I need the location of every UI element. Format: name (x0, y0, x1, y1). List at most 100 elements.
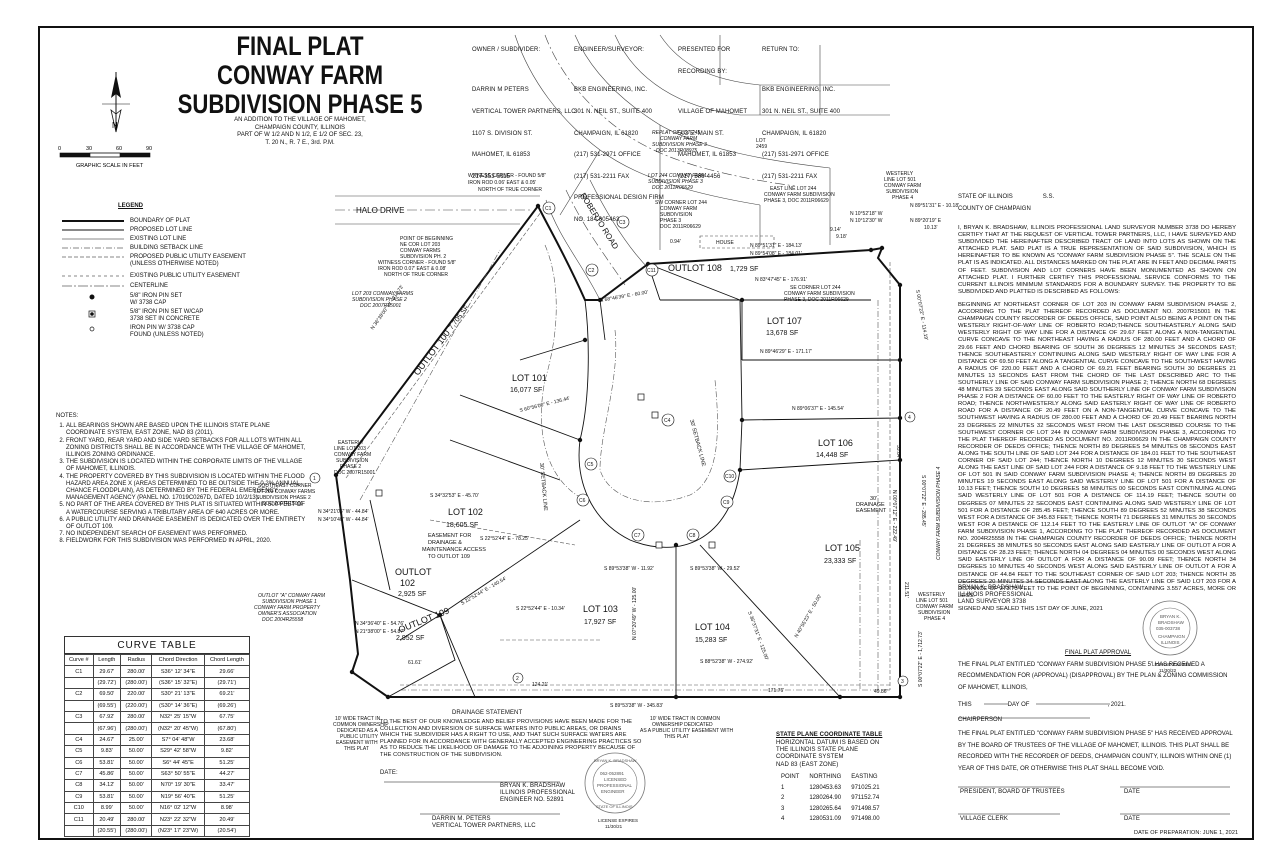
lot-104-label: LOT 104 (695, 622, 730, 632)
plat-subtitle: AN ADDITION TO THE VILLAGE OF MAHOMET, C… (200, 117, 400, 147)
svg-text:C8: C8 (689, 533, 696, 539)
lot-203-label-1: LOT 203 CONWAY FARMS (352, 291, 414, 297)
engineer-seal: 062-052891 LICENSED PROFESSIONAL ENGINEE… (584, 752, 646, 829)
date-of-preparation: DATE OF PREPARATION: JUNE 1, 2021 (1134, 830, 1239, 836)
graphic-scale: 0 30 60 90 GRAPHIC SCALE IN FEET (58, 146, 152, 169)
cert-ss: S.S. (1042, 194, 1055, 200)
curve-chord-length: 67.75' (203, 710, 251, 724)
svg-text:C2: C2 (588, 268, 595, 274)
engineer-heading: ENGINEER/SURVEYOR: (574, 47, 645, 54)
dim-19: S 88°52'38" W - 274.92' (700, 659, 753, 665)
se-corner-203-3: SUBDIVISION PHASE 2 (256, 495, 311, 501)
setback-label-b: 30' SETBACK LINE (688, 419, 706, 467)
tract-left-4: PUBLIC UTILITY (340, 734, 379, 740)
coord-title: STATE PLANE COORDINATE TABLE (776, 732, 883, 738)
replat-3: SUBDIVISION PHASE 3 (652, 142, 707, 148)
drainage-easement-30: 30' (870, 496, 877, 502)
tract-left-5: EASEMENT WITH (336, 740, 378, 746)
svg-text:3: 3 (901, 679, 904, 685)
westerly-501b-4: SUBDIVISION (918, 610, 951, 616)
north-letter: N (112, 121, 118, 130)
svg-text:C4: C4 (664, 418, 671, 424)
sur-seal-4: CHAMPAIGN (1158, 634, 1185, 639)
owner-signature-name: DARRIN M. PETERS VERTICAL TOWER PARTNERS… (432, 816, 536, 830)
dim-42: 33.84' (895, 445, 901, 459)
sur-seal-5: ILLINOIS (1161, 640, 1180, 645)
dim-37: 124.21' (532, 682, 548, 688)
certificate-body: I, BRYAN K. BRADSHAW, ILLINOIS PROFESSIO… (958, 225, 1236, 613)
curve-chord-length: (20.54') (203, 824, 251, 838)
signature-lines (384, 581, 1230, 815)
approval-dayof: DAY OF (1007, 702, 1030, 708)
westerly-501-1: WESTERLY (886, 171, 914, 177)
curve-length: 67.92' (92, 710, 122, 724)
coord-easting: 971498.00 (851, 816, 880, 823)
curve-chord-direction: S7° 04' 48"W (151, 733, 205, 747)
tract-left-3: DEDICATED AS A (337, 728, 378, 734)
note-3: THE SUBDIVISION IS LOCATED WITHIN THE CO… (66, 459, 306, 473)
east-line-244-2: CONWAY FARM SUBDIVISION (764, 192, 835, 198)
outlot-102-area: 2,925 SF (398, 591, 426, 598)
cert-county: COUNTY OF CHAMPAIGN (958, 206, 1031, 212)
drainage-easement-label: DRAINAGE (856, 502, 885, 508)
phase4-vertical-label: CONWAY FARM SUBDIVISION PHASE 4 (936, 467, 942, 560)
easterly-line-1: EASTERLY (338, 440, 364, 446)
owner-block: OWNER / SUBDIVIDER: DARRIN M PETERS VERT… (472, 33, 576, 195)
pob-callout-6: IRON ROD 0.07' EAST & 0.08' (378, 266, 446, 272)
curve-id: C3 (64, 710, 94, 724)
presented-line-3: VILLAGE OF MAHOMET (678, 109, 748, 116)
curve-chord-direction: (S36° 15' 32"E) (151, 676, 205, 690)
sur-seal-1: BRYAN K. (1160, 614, 1181, 619)
outlot-102-label: OUTLOT (395, 567, 432, 577)
sur-seal-2: BRADSHAW (1158, 620, 1185, 625)
curve-chord-direction: N23° 22' 32"W (151, 813, 205, 826)
lot-244-3: DOC 2011R06629 (652, 185, 693, 191)
dim-5b: 9.14' (830, 227, 841, 233)
curve-chord-direction: S29° 42' 58"W (151, 745, 205, 758)
note-7: NO INDEPENDENT SEARCH OF EASEMENT WAS PE… (66, 531, 306, 538)
curve-chord-direction: N16° 02' 12"W (151, 802, 205, 815)
curve-chord-length: (67.80') (203, 722, 251, 735)
pob-callout-3: CONWAY FARMS (400, 248, 441, 254)
dim-32: S 00°07'22" E - 114.19' (914, 289, 929, 340)
legend-existing-easement: EXISTING PUBLIC UTILITY EASEMENT (130, 273, 240, 279)
engineer-signature-name: BRYAN K. BRADSHAW ILLINOIS PROFESSIONAL … (500, 783, 576, 804)
westerly-501b-1: WESTERLY (918, 592, 946, 598)
lot-101-area: 16,077 SF (510, 387, 542, 394)
coord-northing: 1280453.63 (809, 784, 842, 791)
curve-radius: 280.00' (120, 665, 153, 678)
curve-id: C4 (64, 733, 94, 747)
lot-203-label-3: DOC 2007R15001 (360, 303, 401, 309)
easterly-line-5: PHASE 2 (340, 464, 361, 470)
approval-block: FINAL PLAT APPROVAL THE FINAL PLAT ENTIT… (958, 648, 1238, 775)
dim-1: N 89°51'31" E - 184.13' (750, 243, 802, 249)
pob-callout-4: SUBDIVISION PH. 2 (400, 254, 446, 260)
legend-existing-lot: EXISTING LOT LINE (130, 236, 187, 242)
outlot-a-3: CONWAY FARM PROPERTY (254, 605, 321, 611)
eng-seal-1: 062-052891 (600, 771, 625, 776)
se-corner-203-1: SOUTHEAST CORNER (258, 483, 312, 489)
lot-103-area: 17,927 SF (584, 619, 616, 626)
curve-length: (29.72') (92, 676, 122, 690)
outlot-102-num: 102 (400, 578, 415, 588)
witness-corner-callout: WITNESS CORNER - FOUND 5/8" (468, 173, 546, 179)
scale-tick-90: 90 (146, 146, 152, 152)
curve-id: C5 (64, 745, 94, 758)
lot-104-area: 15,283 SF (695, 637, 727, 644)
approval-this: THIS (958, 702, 972, 708)
dim-10: N 89°06'37" E - 145.54' (792, 406, 844, 412)
roberto-road (514, 34, 890, 301)
curve-chord-direction: S6° 44' 45"E (151, 756, 205, 769)
pob-callout-2: NE COR LOT 203 (400, 242, 440, 248)
approval-title: FINAL PLAT APPROVAL (1064, 650, 1132, 656)
easement-lines (345, 211, 891, 690)
svg-text:C6: C6 (579, 498, 586, 504)
curve-length: 45.86' (92, 767, 122, 781)
curve-radius: 50.00' (120, 756, 153, 769)
owner-line-3: 1107 S. DIVISION ST. (472, 130, 533, 137)
table-row: 4 1280531.09 971498.00 (776, 814, 885, 825)
